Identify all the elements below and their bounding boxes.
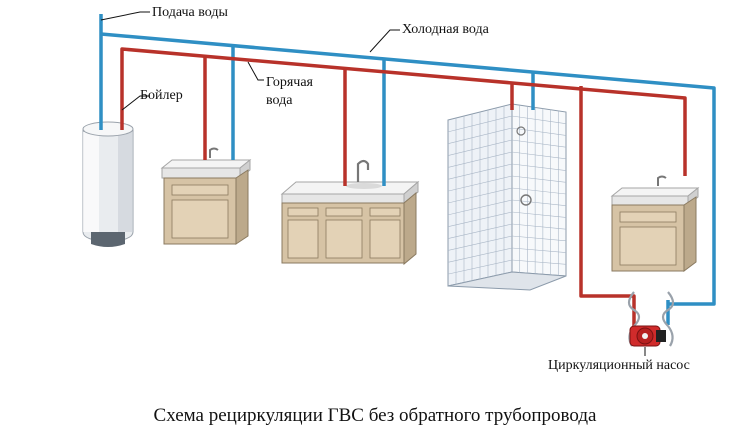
label-hot-water-2: вода: [266, 93, 293, 108]
label-water-supply: Подача воды: [152, 5, 228, 20]
sink-cabinet-2: [610, 175, 700, 272]
label-boiler: Бойлер: [140, 88, 183, 103]
label-cold-water: Холодная вода: [402, 22, 490, 37]
water-heater-icon: [82, 121, 134, 247]
sink-cabinet-1: [160, 147, 252, 245]
vanity-cabinet: [280, 159, 420, 266]
circulation-pump-icon: [629, 325, 666, 347]
cold-water-pipes: [99, 14, 716, 325]
shower-stall: [447, 103, 567, 291]
label-hot-water-1: Горячая: [266, 75, 314, 90]
leader-lines: [100, 11, 646, 356]
label-pump: Циркуляционный насос: [548, 358, 690, 373]
diagram-caption: Схема рециркуляции ГВС без обратного тру…: [154, 405, 597, 426]
